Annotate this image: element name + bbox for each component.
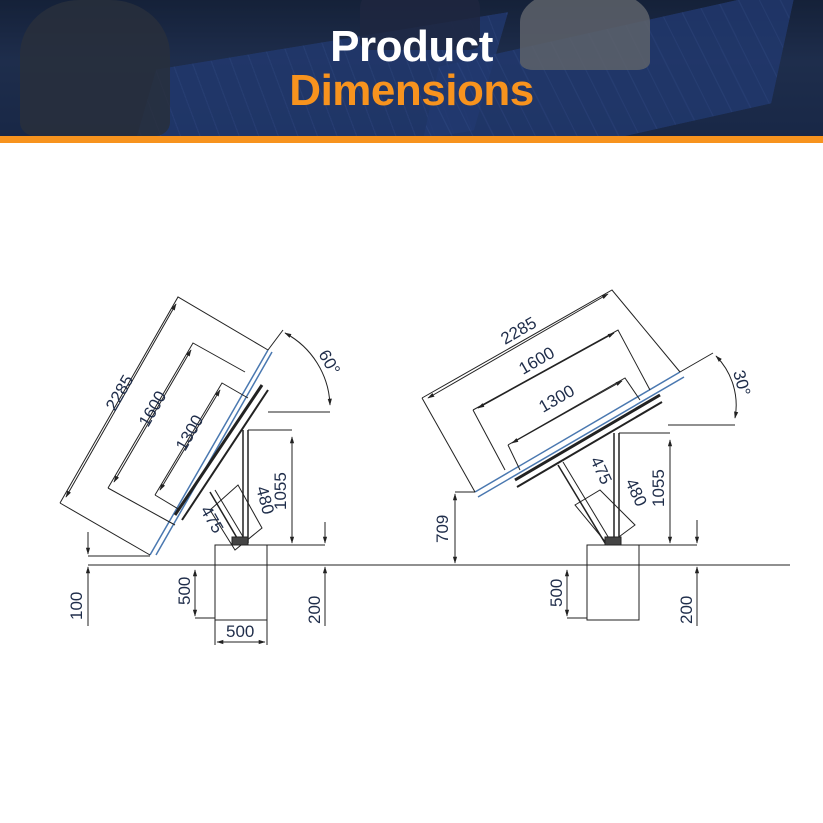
- page-title-line1: Product: [330, 22, 493, 71]
- left-mount-60deg: [59, 296, 332, 645]
- right-dim-200: 200: [677, 596, 696, 624]
- right-mount-30deg: [421, 289, 739, 626]
- right-dim-1300: 1300: [536, 381, 578, 416]
- left-dim-500-width: 500: [226, 622, 254, 641]
- left-dim-1055: 1055: [271, 472, 290, 510]
- left-dim-200: 200: [305, 596, 324, 624]
- right-angle-30: 30°: [729, 368, 754, 398]
- left-dim-1300: 1300: [172, 412, 207, 454]
- right-dim-480: 480: [621, 476, 650, 510]
- orange-divider: [0, 136, 823, 143]
- left-dim-475: 475: [197, 503, 228, 537]
- left-angle-60: 60°: [315, 347, 344, 379]
- dimension-drawing: 2285 1600 1300 60° 1055 480 475 100 500 …: [59, 289, 790, 645]
- banner-worker-middle: [360, 0, 480, 50]
- right-dim-500-depth: 500: [547, 579, 566, 607]
- right-dim-709: 709: [433, 515, 452, 543]
- left-dim-500-depth: 500: [175, 577, 194, 605]
- banner-worker-left: [20, 0, 170, 136]
- right-dim-1600: 1600: [516, 343, 558, 378]
- header-banner: Product Dimensions: [0, 0, 823, 136]
- banner-worker-right: [520, 0, 650, 70]
- right-dim-475: 475: [586, 454, 615, 488]
- left-dim-100: 100: [67, 592, 86, 620]
- page-title-line2: Dimensions: [289, 66, 534, 115]
- right-dim-1055: 1055: [649, 469, 668, 507]
